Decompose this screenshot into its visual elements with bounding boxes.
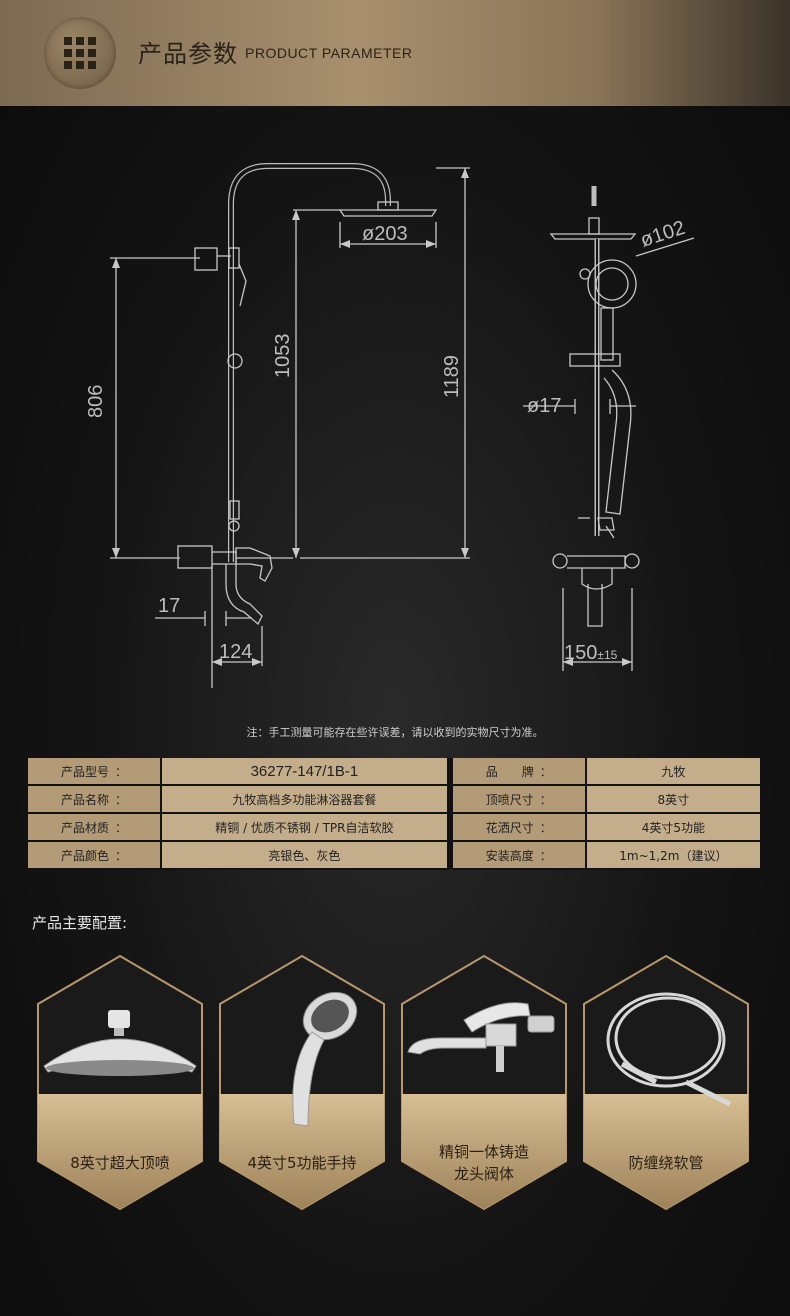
table-row: 产品名称 ： 九牧高档多功能淋浴器套餐 顶喷尺寸 ： 8英寸 <box>28 785 763 814</box>
feature-card: 4英寸5功能手持 <box>218 954 386 1211</box>
feature-label: 防缠绕软管 <box>628 1154 704 1172</box>
header-banner: 产品参数 PRODUCT PARAMETER <box>0 0 790 106</box>
feature-label: 精铜一体铸造 <box>438 1143 529 1161</box>
header-title: 产品参数 <box>138 40 238 68</box>
feature-label: 龙头阀体 <box>453 1165 514 1183</box>
spec-label: 产品型号 <box>60 764 109 779</box>
spec-label: 产品颜色 <box>60 848 109 863</box>
spec-value: 8英寸 <box>585 785 763 814</box>
feature-label: 8英寸超大顶喷 <box>70 1154 170 1172</box>
spec-colon: ： <box>115 764 128 779</box>
table-row: 产品型号 ： 36277-147/1B-1 品 牌 ： 九牧 <box>28 758 763 786</box>
faucet-valve-icon <box>407 1002 555 1072</box>
spec-colon: ： <box>539 764 552 779</box>
dim-1053: 1053 <box>272 334 294 379</box>
features-title: 产品主要配置: <box>32 914 128 932</box>
dim-124: 124 <box>219 641 252 663</box>
grid-icon <box>64 37 96 69</box>
spec-value: 亮银色、灰色 <box>161 841 449 870</box>
feature-card: 8英寸超大顶喷 <box>36 954 204 1211</box>
header-subtitle: PRODUCT PARAMETER <box>245 45 413 61</box>
dim-handheld-diameter: ø102 <box>638 217 688 252</box>
header-badge <box>44 17 116 89</box>
dim-150: 150±15 <box>564 642 618 664</box>
spec-colon: ： <box>115 820 128 835</box>
measurement-note: 注：手工测量可能存在些许误差，请以收到的实物尺寸为准。 <box>246 726 544 739</box>
spec-value: 精铜 / 优质不锈钢 / TPR自洁软胶 <box>161 813 449 842</box>
dim-head-diameter: ø203 <box>362 223 408 245</box>
spec-colon: ： <box>539 792 552 807</box>
spec-value: 4英寸5功能 <box>585 813 763 842</box>
shower-hose-icon <box>606 992 732 1107</box>
dim-17: 17 <box>158 595 180 617</box>
feature-label: 4英寸5功能手持 <box>247 1154 357 1172</box>
table-row: 产品材质 ： 精铜 / 优质不锈钢 / TPR自洁软胶 花洒尺寸 ： 4英寸5功能 <box>28 813 763 842</box>
handheld-shower-icon <box>292 991 358 1127</box>
dim-1189: 1189 <box>441 355 463 398</box>
table-row: 产品颜色 ： 亮银色、灰色 安装高度 ： 1m~1,2m（建议） <box>28 841 763 870</box>
spec-label: 花洒尺寸 <box>485 820 534 835</box>
spec-colon: ： <box>539 848 552 863</box>
spec-value: 九牧 <box>585 758 763 786</box>
spec-colon: ： <box>115 848 128 863</box>
dim-bar-diameter: ø17 <box>527 395 561 417</box>
dim-806: 806 <box>85 385 107 418</box>
spec-colon: ： <box>115 792 128 807</box>
spec-value: 九牧高档多功能淋浴器套餐 <box>161 785 449 814</box>
spec-colon: ： <box>539 820 552 835</box>
spec-label: 产品材质 <box>60 820 109 835</box>
spec-value: 36277-147/1B-1 <box>161 758 449 786</box>
feature-card: 精铜一体铸造 龙头阀体 <box>400 954 568 1211</box>
dimension-diagram: ø203 ø102 ø17 806 1053 1189 17 124 150±1… <box>85 163 695 688</box>
spec-label: 安装高度 <box>485 848 534 863</box>
spec-value: 1m~1,2m（建议） <box>585 841 763 870</box>
spec-label: 产品名称 <box>60 792 109 807</box>
rain-shower-head-icon <box>43 1010 197 1076</box>
feature-card: 防缠绕软管 <box>582 954 750 1211</box>
spec-table: 产品型号 ： 36277-147/1B-1 品 牌 ： 九牧 产品名称 ： 九牧高档多… <box>28 758 763 870</box>
spec-label: 品 牌 <box>485 764 534 779</box>
spec-label: 顶喷尺寸 <box>485 792 534 807</box>
